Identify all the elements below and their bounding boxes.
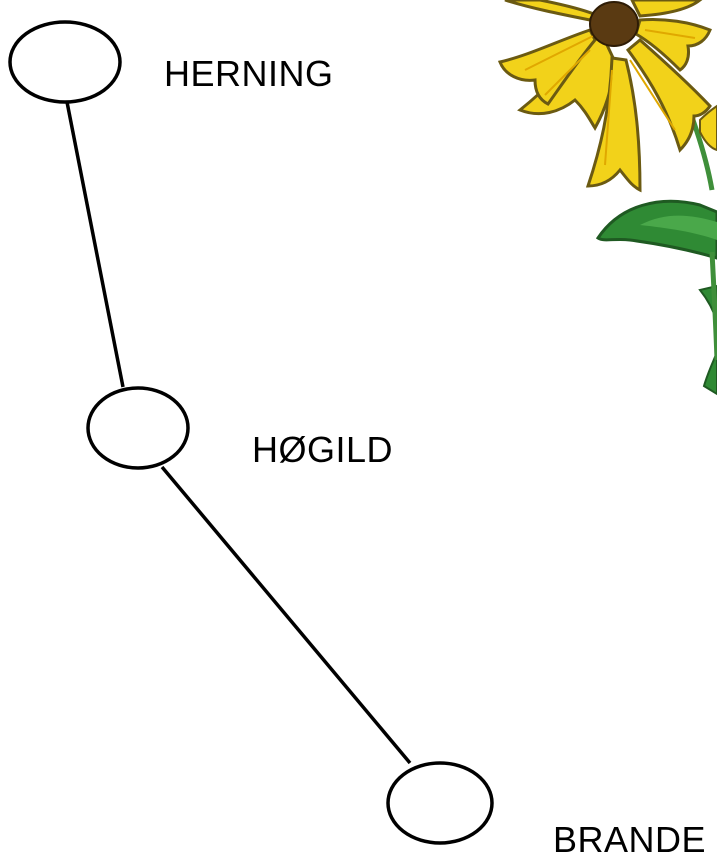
route-edge-herning-hogild — [67, 102, 123, 387]
node-label-hogild: HØGILD — [252, 432, 393, 468]
yellow-flower-illustration-icon — [500, 0, 717, 394]
flower-petal — [505, 0, 594, 20]
flower-petal — [632, 0, 700, 16]
flower-stem — [712, 252, 717, 360]
route-node-hogild — [88, 388, 188, 468]
route-node-brande — [388, 763, 492, 843]
node-label-brande: BRANDE — [553, 822, 706, 858]
route-edge-hogild-brande — [162, 467, 410, 763]
route-node-herning — [10, 22, 120, 102]
node-label-herning: HERNING — [164, 56, 334, 92]
flower-center — [590, 2, 638, 46]
